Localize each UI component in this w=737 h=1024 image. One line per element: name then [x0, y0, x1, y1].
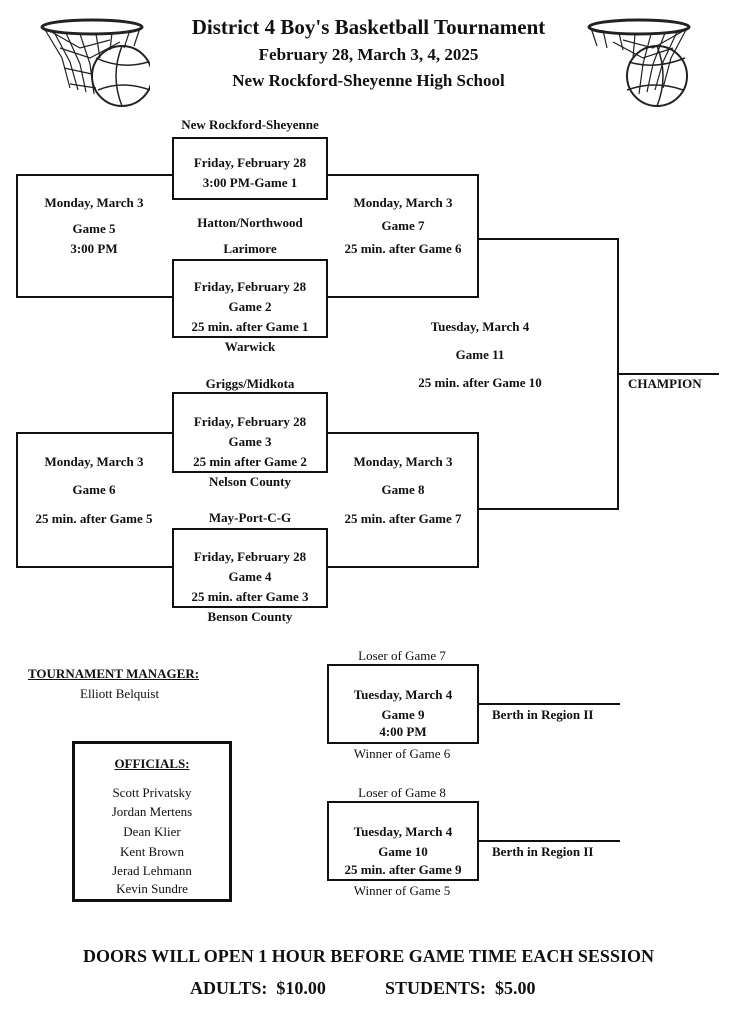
game-10-number: Game 10	[378, 844, 428, 859]
basketball-hoop-icon	[587, 18, 691, 107]
bracket-line	[477, 432, 479, 568]
game-8-number: Game 8	[381, 482, 425, 497]
page-title: District 4 Boy's Basketball Tournament	[191, 15, 546, 39]
tournament-venue: New Rockford-Sheyenne High School	[232, 71, 505, 90]
game-3-time: 25 min after Game 2	[193, 454, 307, 469]
game-9-loser-source: Loser of Game 7	[358, 648, 446, 663]
official-name: Jerad Lehmann	[112, 863, 192, 878]
game-9-date: Tuesday, March 4	[353, 687, 453, 702]
team-hatton-northwood: Hatton/Northwood	[197, 215, 303, 230]
game-9-winner-source: Winner of Game 6	[353, 746, 451, 761]
game-5-time: 3:00 PM	[70, 241, 118, 256]
team-warwick: Warwick	[224, 339, 276, 354]
game-11-number: Game 11	[455, 347, 505, 362]
team-may-port-c-g: May-Port-C-G	[208, 510, 292, 525]
tournament-manager-name: Elliott Belquist	[80, 686, 160, 701]
game-5-date: Monday, March 3	[44, 195, 144, 210]
game-5-number: Game 5	[72, 221, 116, 236]
officials-label: OFFICIALS:	[114, 756, 190, 771]
bracket-line	[327, 432, 479, 434]
game-2-box	[172, 259, 328, 338]
bracket-line	[477, 508, 619, 510]
game-10-loser-source: Loser of Game 8	[358, 785, 446, 800]
bracket-line	[16, 174, 18, 298]
game-9-berth: Berth in Region II	[492, 707, 594, 722]
tournament-dates: February 28, March 3, 4, 2025	[258, 45, 479, 64]
basketball-hoop-icon	[40, 18, 150, 107]
bracket-line	[16, 432, 173, 434]
adults-price: ADULTS: $10.00	[190, 978, 326, 998]
official-name: Kevin Sundre	[116, 881, 188, 896]
bracket-line	[16, 566, 173, 568]
game-11-time: 25 min. after Game 10	[418, 375, 542, 390]
game-2-date: Friday, February 28	[193, 279, 307, 294]
champion-label: CHAMPION	[628, 376, 702, 391]
team-benson-county: Benson County	[207, 609, 293, 624]
game-3-date: Friday, February 28	[193, 414, 307, 429]
official-name: Dean Klier	[123, 824, 181, 839]
bracket-line	[16, 296, 173, 298]
game-6-time: 25 min. after Game 5	[35, 511, 153, 526]
game-1-date: Friday, February 28	[193, 155, 307, 170]
champion-line	[617, 373, 719, 375]
game-6-date: Monday, March 3	[44, 454, 144, 469]
game-11-date: Tuesday, March 4	[430, 319, 530, 334]
students-price: STUDENTS: $5.00	[385, 978, 536, 998]
bracket-line	[477, 174, 479, 298]
bracket-line	[16, 174, 173, 176]
doors-notice: DOORS WILL OPEN 1 HOUR BEFORE GAME TIME …	[83, 946, 654, 966]
bracket-line	[477, 238, 619, 240]
game-7-date: Monday, March 3	[353, 195, 453, 210]
game-10-date: Tuesday, March 4	[353, 824, 453, 839]
game-8-time: 25 min. after Game 7	[344, 511, 462, 526]
game-4-date: Friday, February 28	[193, 549, 307, 564]
game-10-winner-source: Winner of Game 5	[353, 883, 451, 898]
bracket-line	[327, 174, 479, 176]
official-name: Scott Privatsky	[112, 785, 192, 800]
game-9-time: 4:00 PM	[379, 724, 427, 739]
game-4-number: Game 4	[228, 569, 272, 584]
official-name: Jordan Mertens	[111, 804, 193, 819]
game-2-number: Game 2	[228, 299, 272, 314]
game-4-time: 25 min. after Game 3	[191, 589, 309, 604]
bracket-line	[16, 432, 18, 568]
official-name: Kent Brown	[120, 844, 184, 859]
game-8-date: Monday, March 3	[353, 454, 453, 469]
team-larimore: Larimore	[223, 241, 277, 256]
game-4-box	[172, 528, 328, 608]
game-10-time: 25 min. after Game 9	[344, 862, 462, 877]
game-1-time: 3:00 PM-Game 1	[202, 175, 298, 190]
berth-line	[478, 840, 620, 842]
game-2-time: 25 min. after Game 1	[191, 319, 309, 334]
team-griggs-midkota: Griggs/Midkota	[205, 376, 295, 391]
team-new-rockford-sheyenne: New Rockford-Sheyenne	[181, 117, 319, 132]
game-7-number: Game 7	[381, 218, 425, 233]
team-nelson-county: Nelson County	[209, 474, 291, 489]
game-3-number: Game 3	[228, 434, 272, 449]
game-1-box	[172, 137, 328, 200]
tournament-manager-label: TOURNAMENT MANAGER:	[28, 666, 200, 681]
bracket-line	[327, 566, 479, 568]
officials-box	[72, 741, 232, 902]
game-9-number: Game 9	[381, 707, 425, 722]
game-7-time: 25 min. after Game 6	[344, 241, 462, 256]
game-10-berth: Berth in Region II	[492, 844, 594, 859]
game-6-number: Game 6	[72, 482, 116, 497]
berth-line	[478, 703, 620, 705]
bracket-line	[327, 296, 479, 298]
